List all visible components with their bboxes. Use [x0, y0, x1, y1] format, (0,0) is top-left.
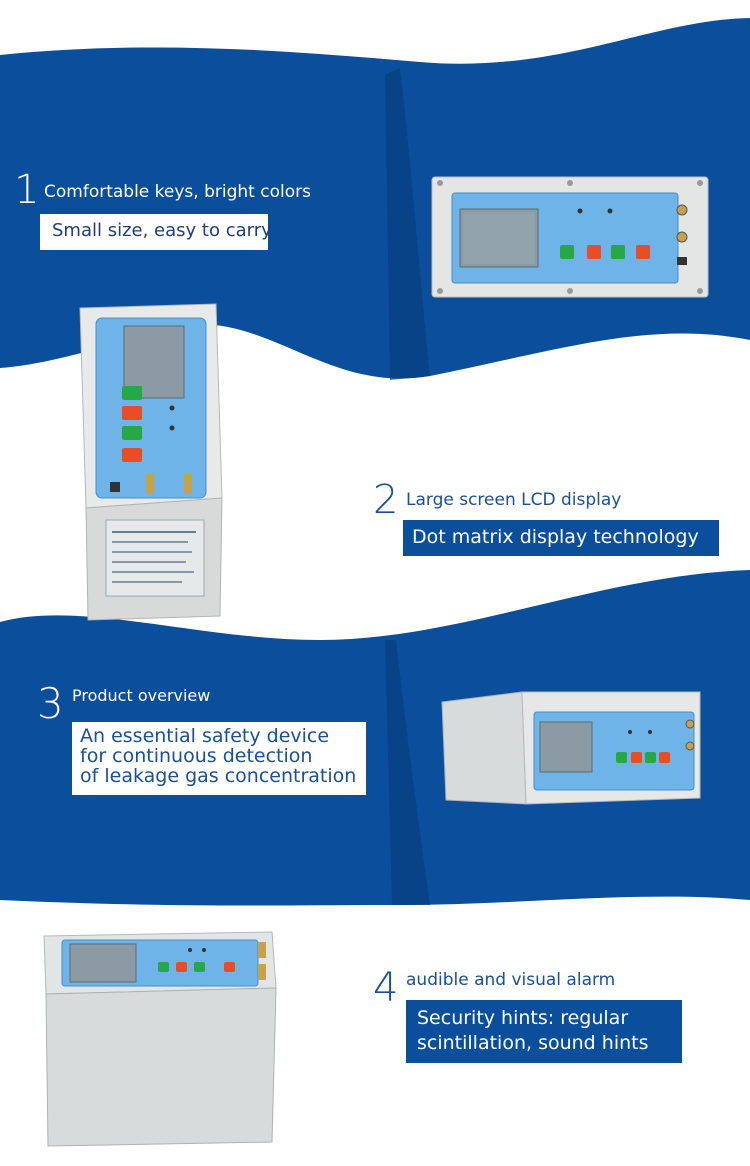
feature-description-box: An essential safety device for continuou… [72, 722, 366, 795]
wave-band-2 [0, 570, 750, 906]
feature-number: 1 [14, 167, 40, 213]
feature-description-box: Security hints: regular scintillation, s… [406, 1000, 682, 1063]
feature-title: Product overview [72, 686, 211, 705]
product-image-front-panel [431, 176, 709, 298]
feature-description-line: Dot matrix display technology [412, 526, 699, 548]
feature-description-line: Small size, easy to carry [52, 220, 272, 241]
product-image-large-box [43, 931, 277, 1147]
feature-description-line: Security hints: regular [417, 1007, 629, 1029]
product-image-standing [79, 303, 223, 621]
feature-description-box: Small size, easy to carry [40, 214, 272, 250]
feature-description-line: for continuous detection [80, 744, 313, 767]
feature-number: 4 [373, 965, 399, 1011]
product-image-angled [441, 691, 701, 805]
feature-description-line: scintillation, sound hints [417, 1031, 649, 1054]
feature-title: audible and visual alarm [406, 970, 616, 990]
feature-title: Comfortable keys, bright colors [44, 182, 311, 202]
feature-title: Large screen LCD display [406, 490, 622, 510]
feature-number: 2 [373, 477, 399, 523]
feature-description-line: An essential safety device [80, 725, 330, 747]
feature-description-line: of leakage gas concentration [80, 764, 357, 787]
feature-number: 3 [37, 679, 64, 728]
feature-description-box: Dot matrix display technology [403, 520, 719, 556]
